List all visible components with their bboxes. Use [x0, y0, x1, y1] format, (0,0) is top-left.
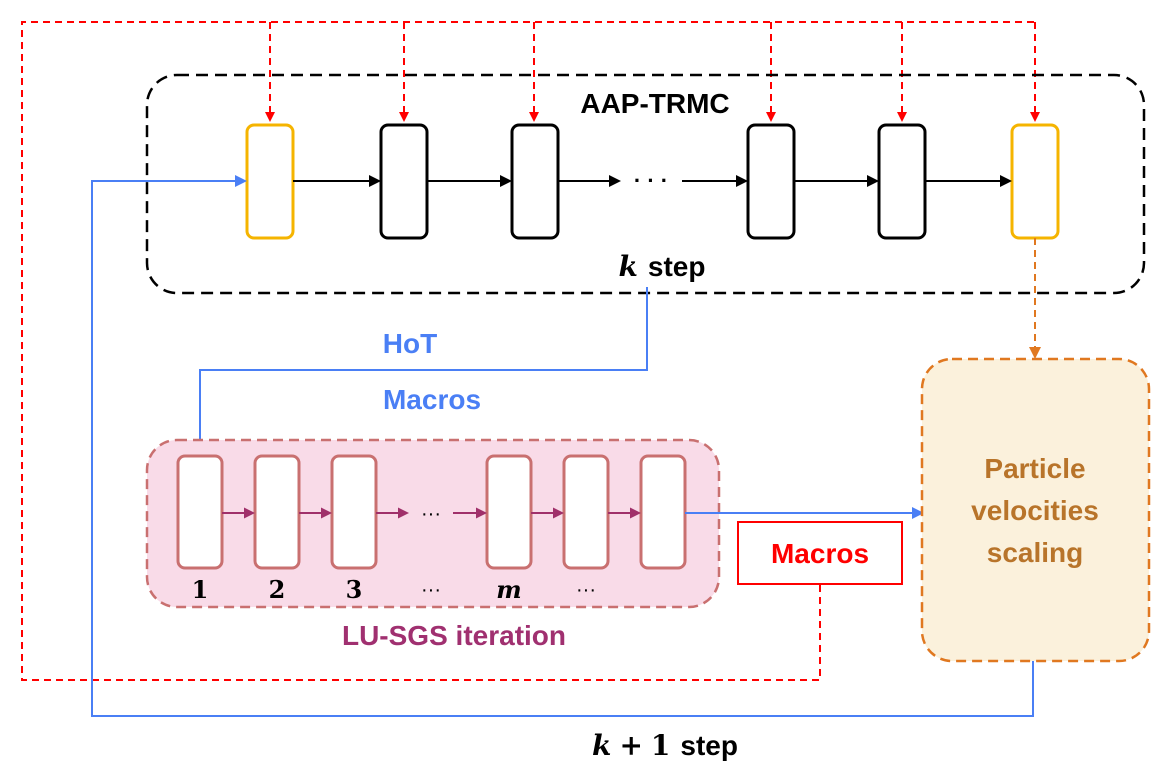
lu-num-4: ··· [421, 579, 441, 601]
trmc-box-5 [877, 123, 927, 240]
red-feedback-loop [21, 21, 1040, 681]
lu-box-1 [176, 454, 224, 570]
lu-box-6 [639, 454, 687, 570]
macros-red-label: Macros [771, 538, 869, 569]
lu-num-5: m [496, 575, 521, 604]
lu-box-2 [253, 454, 301, 570]
blue-k1-loop [91, 175, 1034, 717]
lu-box-4 [485, 454, 533, 570]
lu-box-5 [562, 454, 610, 570]
trmc-box-6 [1010, 123, 1060, 240]
hot-label: HoT [383, 328, 437, 359]
trmc-box-3 [510, 123, 560, 240]
trmc-title: AAP-TRMC [580, 88, 729, 119]
blue-hot-path [194, 287, 648, 457]
particle-line-1: Particle [984, 453, 1085, 484]
k-step-var: k [619, 250, 638, 283]
particle-line-3: scaling [987, 537, 1083, 568]
macros-blue-label: Macros [383, 384, 481, 415]
k1-word: step [680, 730, 738, 761]
k1-one: 1 [651, 729, 670, 762]
trmc-box-2 [379, 123, 429, 240]
lu-num-3: 3 [346, 575, 363, 604]
macros-red-box [737, 521, 903, 585]
k1-op: + [619, 729, 642, 762]
k1-step-label: k+1 step [592, 729, 738, 762]
trmc-box-4 [746, 123, 796, 240]
lu-num-2: 2 [269, 575, 286, 604]
lu-box-3 [330, 454, 378, 570]
lu-sgs-label: LU-SGS iteration [342, 620, 566, 651]
trmc-dots: · · · [634, 168, 668, 193]
k1-var: k [592, 729, 611, 762]
trmc-box-1 [245, 123, 295, 240]
particle-line-2: velocities [971, 495, 1099, 526]
k-step-word: step [648, 251, 706, 282]
lu-num-6: ··· [576, 579, 596, 601]
lu-dots: ··· [421, 503, 441, 525]
particle-box [920, 357, 1151, 663]
lu-num-1: 1 [192, 575, 209, 604]
trmc-container [145, 73, 1146, 295]
